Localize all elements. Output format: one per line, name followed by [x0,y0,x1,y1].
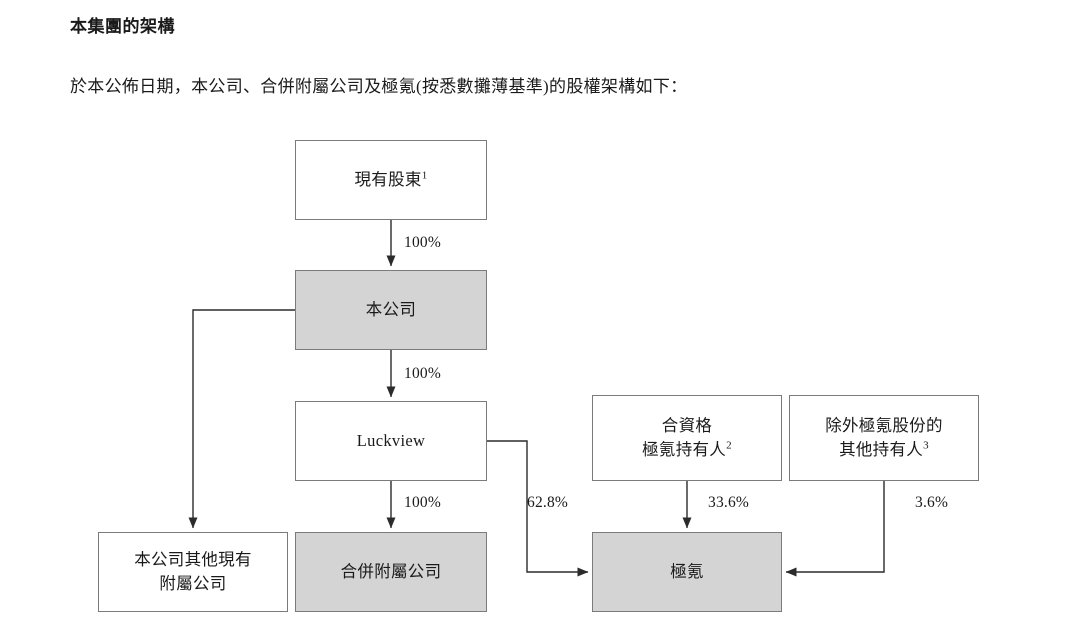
edge-label-eligible-to-zeekr: 33.6% [708,494,750,511]
footnote-marker: 1 [421,169,428,182]
node-label: 現有股東1 [354,169,428,190]
edge-label-shareholders-to-company: 100% [404,234,441,251]
node-label: 合併附屬公司 [340,562,442,582]
node-consolidated-subsidiaries: 合併附屬公司 [295,532,487,612]
node-existing-shareholders: 現有股東1 [295,140,487,220]
node-company: 本公司 [295,270,487,350]
edge-label-company-to-luckview: 100% [404,365,441,382]
footnote-marker: 3 [923,439,929,452]
node-label: Luckview [356,431,426,451]
node-other-existing-subsidiaries: 本公司其他現有 附屬公司 [98,532,288,612]
edge-label-luckview-to-subsidiaries: 100% [404,494,441,511]
node-other-zeekr-share-holders: 除外極氪股份的 其他持有人3 [789,395,979,481]
page-heading: 本集團的架構 [70,17,175,36]
edge-label-other-to-zeekr: 3.6% [915,494,949,511]
node-label: 合資格 極氪持有人2 [642,416,732,459]
node-label: 本公司其他現有 附屬公司 [134,550,252,593]
node-zeekr: 極氪 [592,532,782,612]
intro-paragraph: 於本公佈日期，本公司、合併附屬公司及極氪(按悉數攤薄基準)的股權架構如下： [70,77,688,96]
node-eligible-zeekr-holders: 合資格 極氪持有人2 [592,395,782,481]
node-label: 本公司 [365,300,417,320]
footnote-marker: 2 [726,439,732,452]
node-luckview: Luckview [295,401,487,481]
node-label: 極氪 [670,562,704,582]
edge-label-luckview-to-zeekr: 62.8% [527,494,569,511]
node-label: 除外極氪股份的 其他持有人3 [825,416,943,459]
